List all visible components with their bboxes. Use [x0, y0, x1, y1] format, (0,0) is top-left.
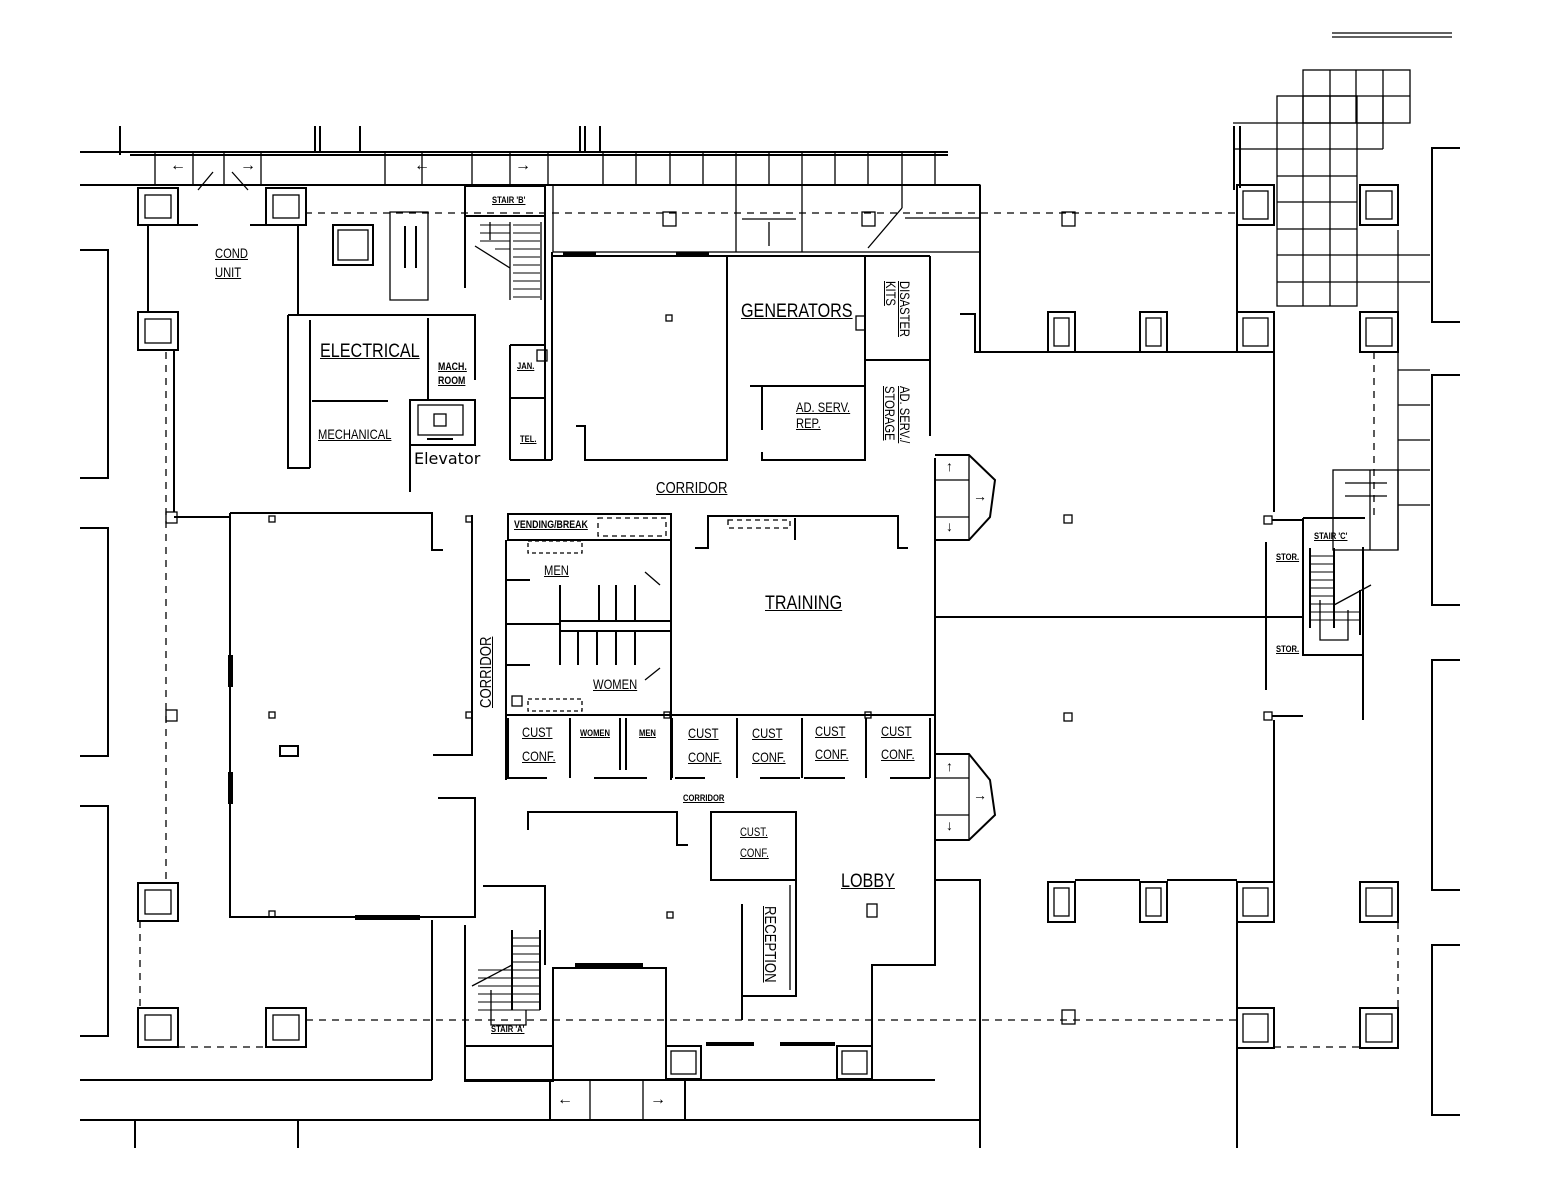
arrow-up-icon: ↑	[946, 458, 953, 474]
arrow-down-icon: ↓	[946, 817, 953, 833]
room-label-cond-unit: COND	[215, 245, 248, 261]
room-label-cust-conf-4-line2: CONF.	[815, 746, 849, 762]
arrow-up-icon: ↑	[946, 758, 953, 774]
room-label-stair-c: STAIR 'C'	[1314, 531, 1348, 542]
room-label-stair-b: STAIR 'B'	[492, 195, 526, 206]
room-label-disaster-kits: DISASTER	[897, 281, 913, 338]
room-label-corridor-south: CORRIDOR	[683, 793, 725, 804]
generators-block	[552, 185, 1048, 461]
room-label-electrical: ELECTRICAL	[320, 341, 420, 362]
room-label-tel: TEL.	[520, 434, 537, 445]
room-label-jan: JAN.	[517, 361, 535, 372]
west-large-room	[228, 512, 476, 920]
room-label-cond-unit-line2: UNIT	[215, 264, 242, 280]
scale-bar	[1332, 32, 1452, 38]
room-label-ad-serv-storage-line2: STORAGE	[882, 386, 898, 441]
room-label-ad-serv-rep-line2: REP.	[796, 415, 821, 431]
northwest-block	[147, 211, 476, 722]
room-label-disaster-kits-line2: KITS	[883, 281, 899, 306]
room-label-stor-2: STOR.	[1276, 644, 1300, 655]
arrow-left-icon: ←	[414, 157, 430, 174]
room-label-ad-serv-storage: AD. SERV./	[897, 386, 913, 444]
room-label-cust-conf-3: CUST	[752, 725, 783, 741]
room-label-reception: RECEPTION	[761, 906, 778, 983]
stair-b-area	[464, 185, 553, 461]
room-label-small-men: MEN	[639, 728, 656, 739]
arrow-left-icon: ←	[170, 157, 186, 174]
east-vestibule-south	[935, 753, 997, 841]
room-label-cust-conf-lobby-line2: CONF.	[740, 846, 769, 860]
room-label-cust-conf-3-line2: CONF.	[752, 749, 786, 765]
arrow-right-icon: →	[515, 157, 531, 174]
room-label-stair-a: STAIR 'A'	[491, 1024, 525, 1035]
room-label-women: WOMEN	[593, 676, 638, 692]
room-label-mach-room: MACH.	[438, 361, 467, 373]
room-label-generators: GENERATORS	[741, 301, 853, 322]
stair-c-area	[1263, 515, 1372, 721]
east-block	[934, 126, 1275, 1148]
room-label-men: MEN	[544, 562, 569, 578]
northeast-tile-grid	[1233, 69, 1430, 551]
room-label-small-women: WOMEN	[580, 728, 610, 739]
room-label-elevator: Elevator	[414, 449, 481, 468]
arrow-right-icon: →	[240, 157, 256, 174]
room-label-lobby: LOBBY	[841, 871, 895, 892]
room-label-cust-conf-1-line2: CONF.	[522, 748, 556, 764]
room-label-vending-break: VENDING/BREAK	[514, 519, 588, 531]
room-label-mechanical: MECHANICAL	[318, 426, 392, 442]
arrow-right-icon: →	[973, 787, 987, 803]
west-panels	[80, 249, 980, 1148]
east-panels	[1431, 147, 1460, 1116]
room-label-cust-conf-2: CUST	[688, 725, 719, 741]
room-label-training: TRAINING	[765, 593, 843, 614]
cust-conf-row	[507, 718, 931, 779]
dashed-lines	[139, 212, 1399, 1048]
training-room	[695, 515, 908, 549]
east-vestibule-north	[935, 454, 997, 541]
room-label-corridor-west: CORRIDOR	[478, 636, 495, 708]
arrow-right-icon: →	[650, 1091, 666, 1108]
room-label-cust-conf-5-line2: CONF.	[881, 746, 915, 762]
room-label-cust-conf-2-line2: CONF.	[688, 749, 722, 765]
room-label-cust-conf-4: CUST	[815, 723, 846, 739]
room-label-stor-1: STOR.	[1276, 552, 1300, 563]
room-label-cust-conf-lobby: CUST.	[740, 825, 768, 839]
room-label-corridor-north: CORRIDOR	[656, 480, 728, 497]
room-label-cust-conf-5: CUST	[881, 723, 912, 739]
room-label-cust-conf-1: CUST	[522, 724, 553, 740]
lobby-area	[527, 805, 936, 1046]
arrow-left-icon: ←	[557, 1091, 573, 1108]
room-label-mach-room-line2: ROOM	[438, 375, 466, 387]
arrow-right-icon: →	[973, 488, 987, 504]
arrow-down-icon: ↓	[946, 518, 953, 534]
stair-a-area	[464, 885, 935, 1121]
room-label-ad-serv-rep: AD. SERV.	[796, 399, 851, 415]
